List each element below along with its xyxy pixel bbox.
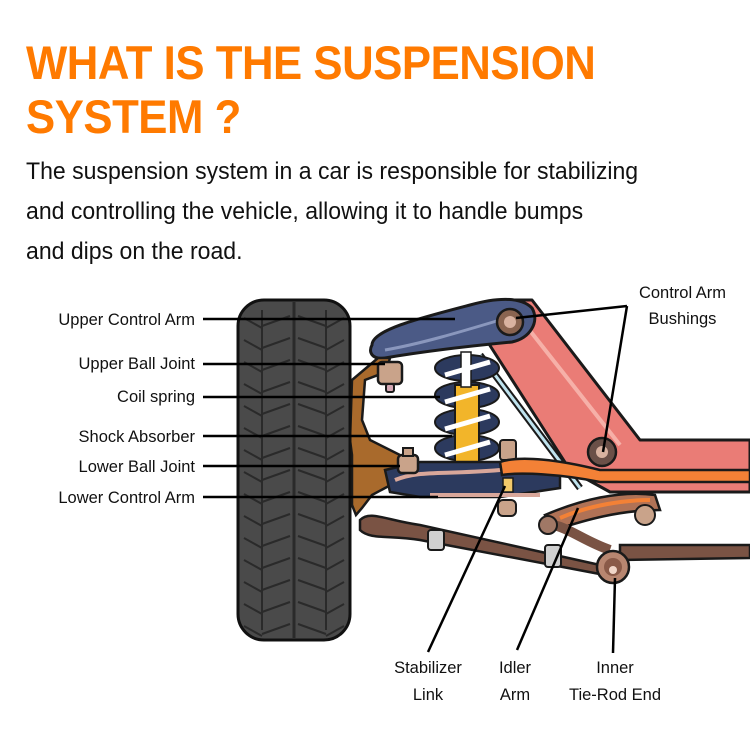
tie-rod — [358, 514, 750, 577]
label-shock-absorber: Shock Absorber — [78, 428, 195, 446]
tread-groove — [261, 337, 291, 349]
tread-groove — [243, 471, 263, 483]
tread-groove — [243, 625, 263, 637]
tread-groove — [243, 559, 263, 571]
tread-groove — [325, 405, 345, 417]
upper-bushing — [495, 307, 525, 337]
tread-groove — [297, 381, 327, 393]
label-control-arm-bushings-line-2: Bushings — [648, 310, 717, 328]
suspension-diagram — [203, 297, 750, 654]
tread-groove — [243, 405, 263, 417]
tread-groove — [297, 315, 327, 327]
tread-groove — [325, 339, 345, 351]
label-control-arm-bushings-line-1: Control Arm — [638, 284, 727, 302]
tire — [236, 298, 352, 642]
coil-spring-part — [434, 351, 500, 468]
frame-bushing — [586, 436, 618, 468]
tread-groove — [261, 579, 291, 591]
tread-groove — [297, 403, 327, 415]
label-stabilizer-link: Stabilizer Link — [378, 655, 478, 709]
tread-groove — [325, 383, 345, 395]
tread-groove — [297, 535, 327, 547]
tread-groove — [243, 339, 263, 351]
tread-groove — [325, 449, 345, 461]
label-upper-control-arm: Upper Control Arm — [58, 311, 195, 329]
tread-groove — [325, 581, 345, 593]
tread-groove — [243, 537, 263, 549]
label-idler-arm: Idler Arm — [485, 655, 545, 709]
tread-groove — [261, 381, 291, 393]
lower-ball-joint-part — [396, 447, 420, 475]
tread-groove — [261, 469, 291, 481]
tread-groove — [261, 513, 291, 525]
tread-groove — [261, 601, 291, 613]
tread-groove — [325, 625, 345, 637]
tread-groove — [297, 601, 327, 613]
tread-groove — [325, 471, 345, 483]
label-inner-tie-rod-end: Inner Tie-Rod End — [555, 655, 675, 709]
intro-line-1: The suspension system in a car is respon… — [26, 158, 639, 185]
upper-ball-joint-part — [376, 360, 404, 393]
inner-tie-rod-end-part — [595, 549, 631, 585]
label-lower-control-arm: Lower Control Arm — [58, 489, 195, 507]
tread-groove — [243, 449, 263, 461]
tread-groove — [243, 515, 263, 527]
label-control-arm-bushings: Control Arm Bushings — [620, 280, 745, 332]
label-upper-ball-joint: Upper Ball Joint — [78, 355, 195, 373]
tread-groove — [261, 623, 291, 635]
tread-groove — [261, 403, 291, 415]
page-title: WHAT IS THE SUSPENSION SYSTEM ? — [26, 36, 677, 144]
intro-line-2: and controlling the vehicle, allowing it… — [26, 198, 584, 225]
label-stabilizer-link-line-2: Link — [412, 686, 444, 704]
stabilizer-link-part — [497, 439, 517, 517]
label-stabilizer-link-line-1: Stabilizer — [394, 659, 462, 677]
label-idler-arm-line-1: Idler — [498, 659, 532, 677]
tread-groove — [297, 557, 327, 569]
tread-groove — [297, 469, 327, 481]
label-inner-tie-rod-end-line-1: Inner — [596, 659, 634, 677]
stabilizer-bar — [498, 457, 750, 484]
tread-groove — [297, 425, 327, 437]
leader-lines — [203, 304, 629, 654]
intro-line-3: and dips on the road. — [26, 238, 243, 265]
tread-groove — [243, 493, 263, 505]
tread-groove — [261, 425, 291, 437]
tread-groove — [325, 603, 345, 615]
label-coil-spring: Coil spring — [117, 388, 195, 406]
tread-groove — [297, 623, 327, 635]
tread-groove — [243, 383, 263, 395]
tread-groove — [261, 557, 291, 569]
tread-groove — [297, 579, 327, 591]
tread-groove — [325, 559, 345, 571]
tread-groove — [297, 447, 327, 459]
tread-groove — [261, 535, 291, 547]
tread-groove — [243, 603, 263, 615]
tread-groove — [261, 315, 291, 327]
intro-paragraph: The suspension system in a car is respon… — [26, 152, 727, 272]
tread-groove — [325, 537, 345, 549]
tread-groove — [243, 581, 263, 593]
tread-groove — [261, 447, 291, 459]
tread-groove — [325, 515, 345, 527]
tread-groove — [297, 337, 327, 349]
label-idler-arm-line-2: Arm — [499, 686, 531, 704]
title-line-2: SYSTEM ? — [26, 90, 241, 143]
tread-groove — [325, 493, 345, 505]
title-line-1: WHAT IS THE SUSPENSION — [26, 36, 596, 89]
label-inner-tie-rod-end-line-2: Tie-Rod End — [568, 686, 661, 704]
label-lower-ball-joint: Lower Ball Joint — [78, 458, 195, 476]
tread-groove — [297, 513, 327, 525]
